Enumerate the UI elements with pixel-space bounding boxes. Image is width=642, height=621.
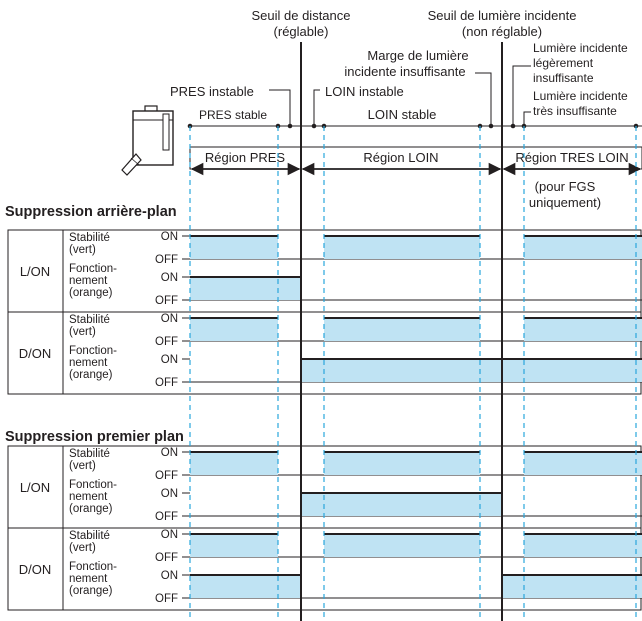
seuil-distance-label: Seuil de distance	[251, 8, 350, 23]
legerement-label-3: insuffisante	[533, 71, 594, 85]
row-label: Fonction-	[69, 479, 117, 491]
region-boxes: Région PRES Région LOIN Région TRES LOIN…	[189, 146, 642, 210]
row-label: nement	[69, 573, 108, 585]
marge-label-2: incidente insuffisante	[344, 64, 465, 79]
seuil-distance-sub: (réglable)	[274, 24, 329, 39]
signal-on-area	[524, 236, 642, 259]
sensor-icon	[121, 105, 174, 176]
on-level-label: ON	[161, 529, 178, 541]
region-loin-label: Région LOIN	[363, 150, 438, 165]
row-label: nement	[69, 491, 108, 503]
row-label: (vert)	[69, 542, 96, 554]
signal-on-area	[190, 277, 301, 300]
row-label: Fonction-	[69, 263, 117, 275]
on-level-label: ON	[161, 272, 178, 284]
row-label: nement	[69, 357, 108, 369]
row-label: (vert)	[69, 326, 96, 338]
row-label: (vert)	[69, 460, 96, 472]
stability-timeline	[187, 123, 642, 129]
mode-block	[7, 445, 642, 529]
fgs-note-2: uniquement)	[529, 195, 601, 210]
row-label: Stabilité	[69, 448, 110, 460]
mode-block	[7, 527, 642, 611]
legerement-label-1: Lumière incidente	[533, 41, 628, 55]
signal-on-area	[324, 452, 480, 475]
row-label: (vert)	[69, 244, 96, 256]
on-level-label: ON	[161, 354, 178, 366]
tres-label-1: Lumière incidente	[533, 89, 628, 103]
on-level-label: ON	[161, 447, 178, 459]
row-label: (orange)	[69, 503, 113, 515]
signal-on-area	[324, 534, 480, 557]
row-label: Fonction-	[69, 561, 117, 573]
row-label: Stabilité	[69, 530, 110, 542]
row-label: (orange)	[69, 369, 113, 381]
loin-stable-label: LOIN stable	[368, 107, 437, 122]
mode-label: L/ON	[20, 480, 50, 495]
signal-on-area	[502, 575, 642, 598]
on-level-label: ON	[161, 231, 178, 243]
marge-label-1: Marge de lumière	[367, 48, 468, 63]
off-level-label: OFF	[155, 552, 178, 564]
off-level-label: OFF	[155, 593, 178, 605]
off-level-label: OFF	[155, 511, 178, 523]
on-level-label: ON	[161, 313, 178, 325]
signal-on-area	[524, 318, 642, 341]
signal-on-area	[524, 452, 642, 475]
block-frame	[7, 527, 642, 611]
off-level-label: OFF	[155, 254, 178, 266]
signal-on-area	[301, 359, 642, 382]
mode-label: D/ON	[19, 562, 52, 577]
seuil-lumiere-label: Seuil de lumière incidente	[428, 8, 577, 23]
off-level-label: OFF	[155, 470, 178, 482]
legerement-label-2: légèrement	[533, 56, 594, 70]
signal-on-area	[190, 575, 301, 598]
row-label: nement	[69, 275, 108, 287]
signal-on-area	[524, 534, 642, 557]
region-pres-label: Région PRES	[205, 150, 286, 165]
mode-label: D/ON	[19, 346, 52, 361]
section-title: Suppression arrière-plan	[5, 204, 177, 220]
row-label: Stabilité	[69, 314, 110, 326]
section-title: Suppression premier plan	[5, 429, 184, 445]
on-level-label: ON	[161, 570, 178, 582]
pres-instable-label: PRES instable	[170, 84, 254, 99]
fgs-note-1: (pour FGS	[535, 179, 596, 194]
block-frame	[7, 311, 642, 395]
mode-label: L/ON	[20, 264, 50, 279]
mode-block	[7, 311, 642, 395]
signal-on-area	[190, 534, 278, 557]
row-label: Stabilité	[69, 232, 110, 244]
off-level-label: OFF	[155, 295, 178, 307]
signal-on-area	[324, 318, 480, 341]
signal-on-area	[324, 236, 480, 259]
signal-on-area	[190, 452, 278, 475]
off-level-label: OFF	[155, 336, 178, 348]
pres-stable-label: PRES stable	[199, 108, 267, 122]
row-label: (orange)	[69, 287, 113, 299]
on-level-label: ON	[161, 488, 178, 500]
row-label: (orange)	[69, 585, 113, 597]
tres-label-2: très insuffisante	[533, 104, 617, 118]
row-label: Fonction-	[69, 345, 117, 357]
seuil-lumiere-sub: (non réglable)	[462, 24, 542, 39]
signal-on-area	[190, 236, 278, 259]
loin-instable-label: LOIN instable	[325, 84, 404, 99]
mode-block	[7, 229, 642, 313]
region-tres-loin-label: Région TRES LOIN	[515, 150, 628, 165]
off-level-label: OFF	[155, 377, 178, 389]
signal-on-area	[190, 318, 278, 341]
signal-on-area	[301, 493, 502, 516]
